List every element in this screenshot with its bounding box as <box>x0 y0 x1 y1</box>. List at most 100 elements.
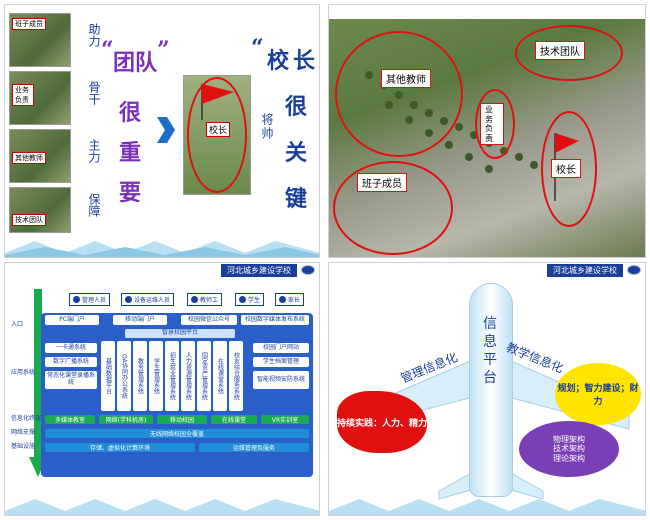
role-main: 主力 <box>87 139 101 163</box>
slide-team-photo: 其他教师 技术团队 业务负责 校长 班子成员 <box>328 4 646 258</box>
side-label-terminal: 信息化终端 <box>11 415 42 422</box>
app-archive: 学生档案管理 <box>253 357 309 367</box>
quote-char: “ <box>251 35 264 61</box>
photo-caption: 班子成员 <box>12 18 46 30</box>
bottom-decoration <box>5 499 319 515</box>
user-teacher: 教师工 <box>187 293 223 306</box>
quote-char: 长 <box>293 48 316 74</box>
user-management: 管理人员 <box>69 293 111 306</box>
app-broadcast: 数字广播系统 <box>45 357 97 367</box>
bottom-decoration <box>329 499 645 515</box>
photo-caption: 技术团队 <box>12 214 46 226</box>
principal-highlight-oval <box>187 77 247 193</box>
chevron-right-icon <box>157 117 175 143</box>
app-security: 智能视频安防系统 <box>253 371 309 389</box>
business-oval <box>475 89 515 159</box>
portal-wechat: 校园微信公众号 <box>181 315 237 325</box>
user-icon <box>279 296 286 303</box>
app-module: 教务管理系统 <box>133 341 147 411</box>
terminal-multimedia: 多媒体教室 <box>45 415 95 424</box>
quote-char: 键 <box>285 186 308 212</box>
app-module: 在线课堂系统 <box>213 341 227 411</box>
label-leadership: 班子成员 <box>357 173 407 192</box>
campus-platform: 智慧校园平台 <box>125 329 235 338</box>
label-principal: 校长 <box>551 159 581 178</box>
quote-char: 重 <box>119 140 142 166</box>
platform-char: 息 <box>483 334 497 350</box>
plane-fuselage <box>469 283 513 497</box>
portal-mobile: 移动端门户 <box>113 315 167 325</box>
role-backbone: 骨干 <box>87 81 101 105</box>
school-name: 河北城乡建设学校 <box>221 263 297 277</box>
label-business: 业务负责 <box>480 103 504 146</box>
photo-caption: 业务负责 <box>12 84 34 106</box>
side-label-apps: 应用系统 <box>11 369 36 376</box>
label-tech-team: 技术团队 <box>535 41 585 60</box>
slide-header: 河北城乡建设学校 <box>221 263 319 277</box>
app-module: 固定资产管理系统 <box>197 341 211 411</box>
app-card: 一卡通系统 <box>45 343 97 353</box>
school-logo <box>301 265 315 275</box>
photo-tech-team: 技术团队 <box>9 187 71 233</box>
architecture-panel: PC端门户 移动端门户 校园微信公众号 校园数字媒体发布系统 智慧校园平台 一卡… <box>41 313 313 477</box>
photo-business: 业务负责 <box>9 71 71 125</box>
app-recording: 常态化课堂录播系统 <box>45 371 97 389</box>
role-support: 保障 <box>87 193 101 217</box>
app-module: 校友综合服务系统 <box>229 341 243 411</box>
slide-info-platform: 河北城乡建设学校 信 息 平 台 管理信息化 教学信息化 持续实践：人力、精力 … <box>328 262 646 516</box>
infra-storage: 存储、虚拟化计算环境 <box>45 443 195 452</box>
role-assist: 助力 <box>87 23 101 47</box>
slide-header: 河北城乡建设学校 <box>547 263 645 277</box>
infra-ops: 运维管理及服务 <box>199 443 309 452</box>
terminal-online: 在线课堂 <box>211 415 257 424</box>
user-icon <box>239 296 246 303</box>
commander-label: 将帅 <box>260 113 274 141</box>
arch-item: 物理架构 <box>553 434 585 444</box>
photo-teachers: 其他教师 <box>9 129 71 183</box>
tech-team-oval <box>515 25 623 81</box>
arch-item: 技术架构 <box>553 444 585 454</box>
quote-char: 团 <box>113 50 136 76</box>
terminal-vr: VR实训室 <box>261 415 309 424</box>
quote-char: ” <box>157 37 170 63</box>
bottom-decoration <box>5 241 319 257</box>
quote-char: 要 <box>119 180 142 206</box>
user-icon <box>191 296 198 303</box>
terminal-mobile: 移动校园 <box>157 415 207 424</box>
quote-char: 校 <box>267 48 290 74</box>
user-parent: 家长 <box>275 293 305 306</box>
portal-pc: PC端门户 <box>45 315 99 325</box>
app-module: 基础数据平台 <box>101 341 115 411</box>
label-other-teachers: 其他教师 <box>381 69 431 88</box>
user-icon <box>125 296 132 303</box>
side-label-network: 网络支撑 <box>11 429 36 436</box>
practice-bubble: 持续实践：人力、精力 <box>337 391 427 453</box>
quote-char: “ <box>101 37 114 63</box>
app-module: 招生就业管理系统 <box>165 341 179 411</box>
app-module: 人力资源管理系统 <box>181 341 195 411</box>
teachers-oval <box>335 31 463 157</box>
school-logo <box>627 265 641 275</box>
side-label-infra: 基础设施 <box>11 443 36 450</box>
quote-char: 很 <box>285 94 308 120</box>
portal-media: 校园数字媒体发布系统 <box>241 315 309 325</box>
leadership-oval <box>333 161 453 255</box>
app-module: 学生管理系统 <box>149 341 163 411</box>
app-portal-site: 校园门户网站 <box>253 343 309 353</box>
platform-char: 平 <box>483 352 497 368</box>
platform-char: 信 <box>483 316 497 332</box>
user-icon <box>73 296 80 303</box>
architecture-bubble: 物理架构 技术架构 理论架构 <box>519 421 619 477</box>
platform-char: 台 <box>483 370 497 386</box>
photo-leadership: 班子成员 <box>9 13 71 67</box>
side-label-entry: 入口 <box>11 321 24 328</box>
app-module: OA协同办公系统 <box>117 341 131 411</box>
arch-item: 理论架构 <box>553 453 585 463</box>
network-wireless: 无线网络校园全覆盖 <box>45 429 309 438</box>
user-student: 学生 <box>235 293 265 306</box>
user-ops: 设备运维人员 <box>121 293 175 306</box>
slide-team-importance: 班子成员 业务负责 其他教师 技术团队 助力 骨干 主力 保障 “ 团 队 ” … <box>4 4 320 258</box>
photo-caption: 其他教师 <box>12 152 46 164</box>
quote-char: 很 <box>119 100 142 126</box>
school-name: 河北城乡建设学校 <box>547 263 623 277</box>
